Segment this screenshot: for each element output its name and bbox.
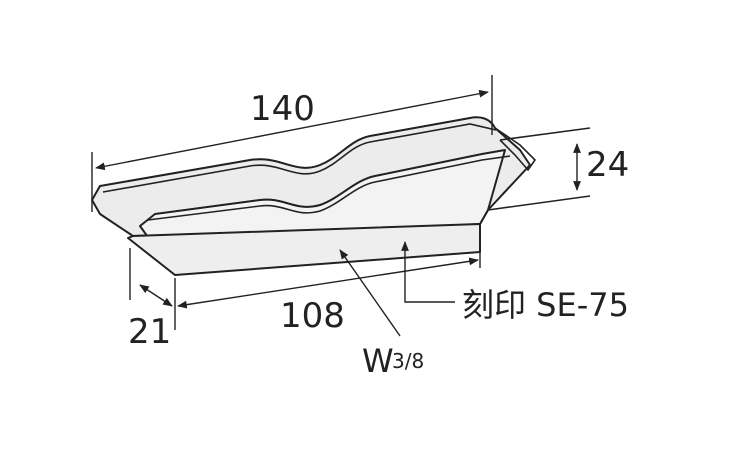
thread-fraction: 3/8: [392, 349, 424, 373]
thread-fraction-label: 3/8: [392, 349, 424, 373]
dimension-21: [129, 248, 173, 307]
dimension-108: [174, 224, 481, 330]
leader-stamp: [401, 241, 455, 303]
dimension-24-label: 24: [586, 145, 629, 185]
dimension-21-label: 21: [128, 312, 171, 352]
dimension-140-label: 140: [250, 89, 315, 129]
bracket-part: [91, 116, 531, 276]
thread-size-label: W: [362, 342, 394, 380]
leader-thread: [339, 249, 401, 337]
dimension-108-label: 108: [280, 296, 345, 336]
dimension-140: [91, 75, 493, 212]
stamp-label: 刻印 SE-75: [462, 286, 629, 324]
